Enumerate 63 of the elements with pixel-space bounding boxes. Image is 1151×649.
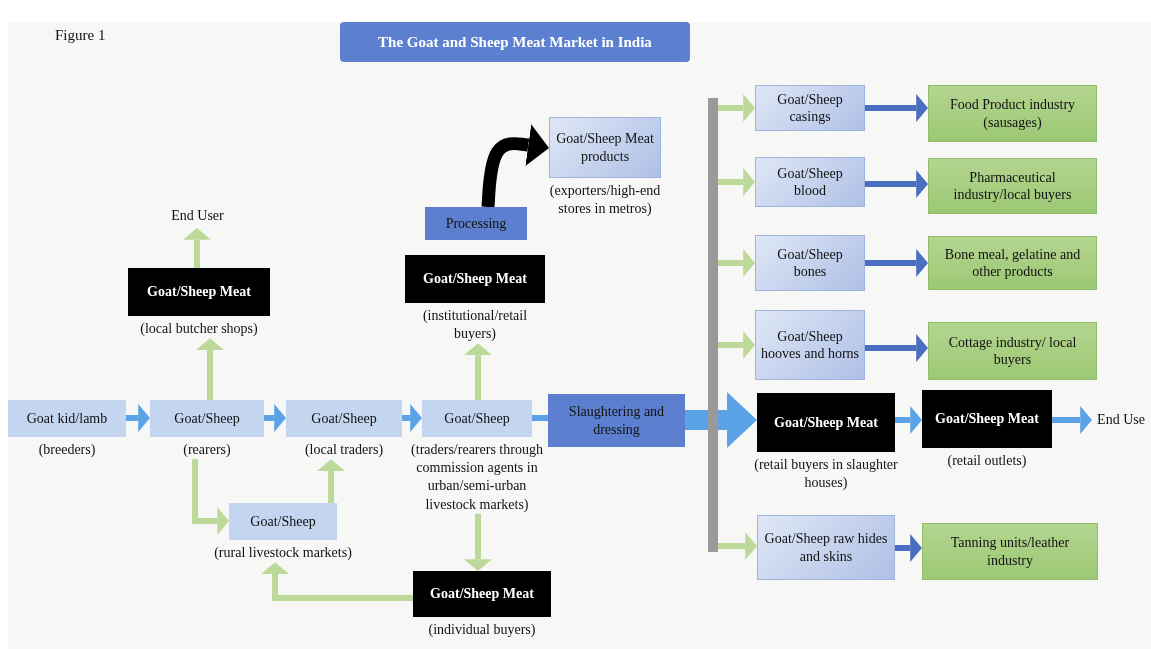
node-label: (retail outlets) xyxy=(946,452,1028,470)
meat-box: Goat/Sheep Meat xyxy=(413,571,551,617)
process-box: Goat kid/lamb xyxy=(8,400,126,437)
connector xyxy=(532,415,548,421)
arrow xyxy=(126,404,150,432)
meat-box: Goat/Sheep Meat xyxy=(405,255,545,303)
arrow xyxy=(718,94,755,122)
process-box: Goat/Sheep xyxy=(422,400,532,437)
curved-arrow xyxy=(481,124,549,208)
industry-box: Food Product industry (sausages) xyxy=(928,85,1097,142)
arrow xyxy=(183,228,211,268)
end-user-label: End User xyxy=(170,207,225,226)
arrow xyxy=(718,532,757,560)
meat-box: Goat/Sheep Meat xyxy=(128,268,270,316)
node-label: (retail buyers in slaughter houses) xyxy=(753,456,899,493)
arrow xyxy=(464,343,492,400)
process-box: Goat/Sheep xyxy=(286,400,402,437)
arrow xyxy=(192,459,229,535)
arrow xyxy=(895,406,922,434)
node-label: (traders/rearers through commission agents in urban/semi-urban livestock markets) xyxy=(411,441,543,514)
node-label: (rural livestock markets) xyxy=(213,544,353,562)
product-box: Goat/Sheep hooves and horns xyxy=(755,310,865,380)
node-label: (local traders) xyxy=(303,441,385,459)
product-box: Goat/Sheep Meat products xyxy=(549,117,661,178)
node-label: (rearers) xyxy=(182,441,232,459)
arrow xyxy=(264,404,286,432)
node-label: (breeders) xyxy=(37,441,97,459)
process-box: Processing xyxy=(425,207,527,240)
process-box: Slaughtering and dressing xyxy=(548,394,685,447)
arrow xyxy=(718,331,755,359)
industry-box: Bone meal, gelatine and other products xyxy=(928,236,1097,290)
arrow xyxy=(685,392,757,448)
arrow xyxy=(865,170,928,198)
arrow xyxy=(718,168,755,196)
arrow xyxy=(261,562,413,601)
arrow xyxy=(317,459,345,503)
end-user-label: End Use xyxy=(1096,411,1146,430)
arrow xyxy=(865,334,928,362)
arrow xyxy=(464,513,492,571)
industry-box: Cottage industry/ local buyers xyxy=(928,322,1097,380)
process-box: Goat/Sheep xyxy=(150,400,264,437)
node-label: (exporters/high-end stores in metros) xyxy=(548,182,662,219)
arrow xyxy=(895,534,922,562)
industry-box: Pharmaceutical industry/local buyers xyxy=(928,158,1097,214)
process-box: Goat/Sheep xyxy=(229,503,337,540)
product-box: Goat/Sheep blood xyxy=(755,157,865,207)
product-box: Goat/Sheep raw hides and skins xyxy=(757,515,895,580)
meat-box: Goat/Sheep Meat xyxy=(922,390,1052,448)
product-box: Goat/Sheep casings xyxy=(755,85,865,131)
meat-box: Goat/Sheep Meat xyxy=(757,393,895,452)
arrow xyxy=(402,404,422,432)
node-label: (local butcher shops) xyxy=(139,320,259,338)
node-label: (institutional/retail buyers) xyxy=(421,307,529,344)
arrow xyxy=(865,94,928,122)
arrow xyxy=(196,338,224,400)
arrow xyxy=(718,249,755,277)
arrow xyxy=(865,249,928,277)
industry-box: Tanning units/leather industry xyxy=(922,523,1098,580)
product-box: Goat/Sheep bones xyxy=(755,235,865,291)
arrow xyxy=(1052,406,1092,434)
title-banner: The Goat and Sheep Meat Market in India xyxy=(340,22,690,62)
node-label: (individual buyers) xyxy=(427,621,537,639)
figure-label: Figure 1 xyxy=(55,27,106,44)
